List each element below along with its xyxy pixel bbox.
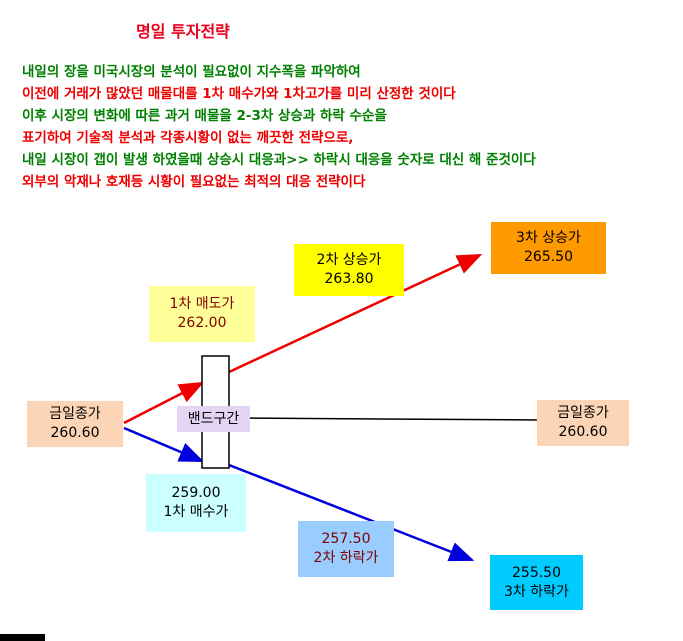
down3-label: 3차 하락가: [504, 583, 569, 600]
description-line-1: 내일의 장을 미국시장의 분석이 필요없이 지수폭을 파악하여: [22, 64, 361, 80]
up2-label: 2차 상승가: [316, 252, 382, 268]
corner-block: [0, 634, 45, 641]
description-line-4: 표기하여 기술적 분석과 각종시황이 없는 깨끗한 전략으로,: [22, 130, 354, 146]
close-right-box: 금일종가 260.60: [537, 400, 629, 446]
description-line-6: 외부의 악재나 호재등 시황이 필요없는 최적의 대응 전략이다: [22, 174, 366, 190]
arrow-up-to-sell1: [123, 381, 205, 425]
description-line-2: 이전에 거래가 많았던 매물대를 1차 매수가와 1차고가를 미리 산정한 것이…: [22, 86, 456, 102]
up2-value: 263.80: [324, 271, 374, 287]
description-line-5: 내일 시장이 갭이 발생 하였을때 상승시 대응과>> 하락시 대응을 숫자로 …: [22, 152, 536, 168]
up2-box: 2차 상승가 263.80: [294, 244, 404, 296]
down2-value: 257.50: [321, 531, 371, 547]
close-right-value: 260.60: [558, 424, 608, 440]
buy1-box: 259.00 1차 매수가: [146, 474, 246, 532]
up3-value: 265.50: [524, 249, 573, 265]
band-horizontal-line: [227, 417, 541, 421]
description-line-3: 이후 시장의 변화에 따른 과거 매물을 2-3차 상승과 하락 수순을: [22, 108, 387, 124]
page-title: 명일 투자전략: [136, 22, 230, 41]
up3-label: 3차 상승가: [516, 230, 581, 246]
sell1-value: 262.00: [177, 315, 227, 331]
sell1-label: 1차 매도가: [169, 296, 235, 312]
band-label: 밴드구간: [187, 410, 240, 427]
band-label-box: 밴드구간: [177, 406, 250, 432]
close-left-value: 260.60: [50, 425, 100, 441]
buy1-label: 1차 매수가: [163, 504, 229, 520]
arrow-down-to-down3: [228, 463, 475, 562]
down3-value: 255.50: [512, 564, 561, 581]
up3-box: 3차 상승가 265.50: [491, 222, 606, 274]
close-left-label: 금일종가: [49, 406, 101, 422]
arrow-up-to-up3: [228, 253, 483, 374]
close-right-label: 금일종가: [557, 405, 609, 421]
close-left-box: 금일종가 260.60: [27, 401, 123, 447]
sell1-box: 1차 매도가 262.00: [149, 286, 255, 342]
arrow-down-to-buy1: [123, 426, 205, 463]
buy1-value: 259.00: [171, 485, 221, 501]
down3-box: 255.50 3차 하락가: [490, 555, 583, 610]
down2-label: 2차 하락가: [313, 550, 379, 566]
down2-box: 257.50 2차 하락가: [298, 521, 394, 577]
